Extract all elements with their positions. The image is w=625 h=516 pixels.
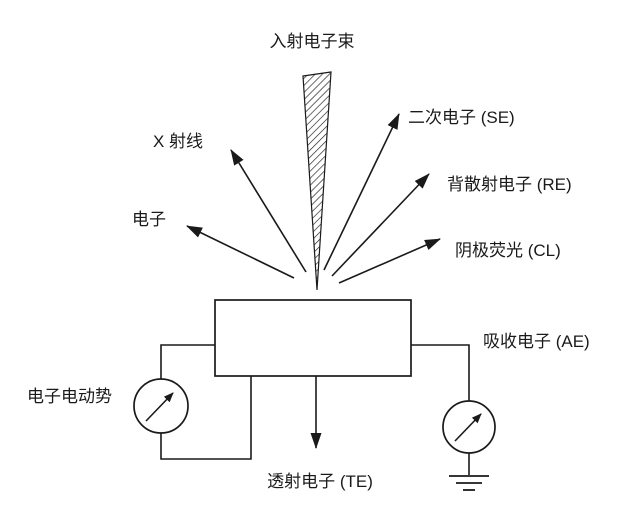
secondary-electron-arrow (323, 113, 400, 271)
right-circuit-wire-top (411, 344, 470, 401)
xray-arrow (230, 149, 307, 273)
secondary-electron-label: 二次电子 (SE) (408, 108, 515, 127)
xray-label: X 射线 (153, 132, 203, 151)
ground-icon (449, 475, 489, 491)
electron-label: 电子 (132, 210, 166, 229)
sample-block (214, 299, 412, 377)
backscattered-electron-label: 背散射电子 (RE) (447, 175, 572, 194)
absorbed-electron-label: 吸收电子 (AE) (483, 332, 590, 351)
incident-beam-label: 入射电子束 (270, 32, 355, 51)
left-circuit-wire-top (160, 344, 215, 379)
electron-arrow (186, 225, 295, 279)
left-circuit-wire-bottom (160, 376, 252, 460)
electron-emf-label: 电子电动势 (27, 387, 112, 406)
transmitted-electron-label: 透射电子 (TE) (267, 472, 373, 491)
absorbed-electron-meter-needle (454, 413, 482, 442)
emf-meter-needle (145, 392, 174, 422)
cathodoluminescence-arrow (338, 238, 441, 284)
incident-beam-cone (302, 71, 332, 291)
cathodoluminescence-label: 阴极荧光 (CL) (455, 241, 561, 260)
backscattered-electron-arrow (331, 173, 430, 277)
